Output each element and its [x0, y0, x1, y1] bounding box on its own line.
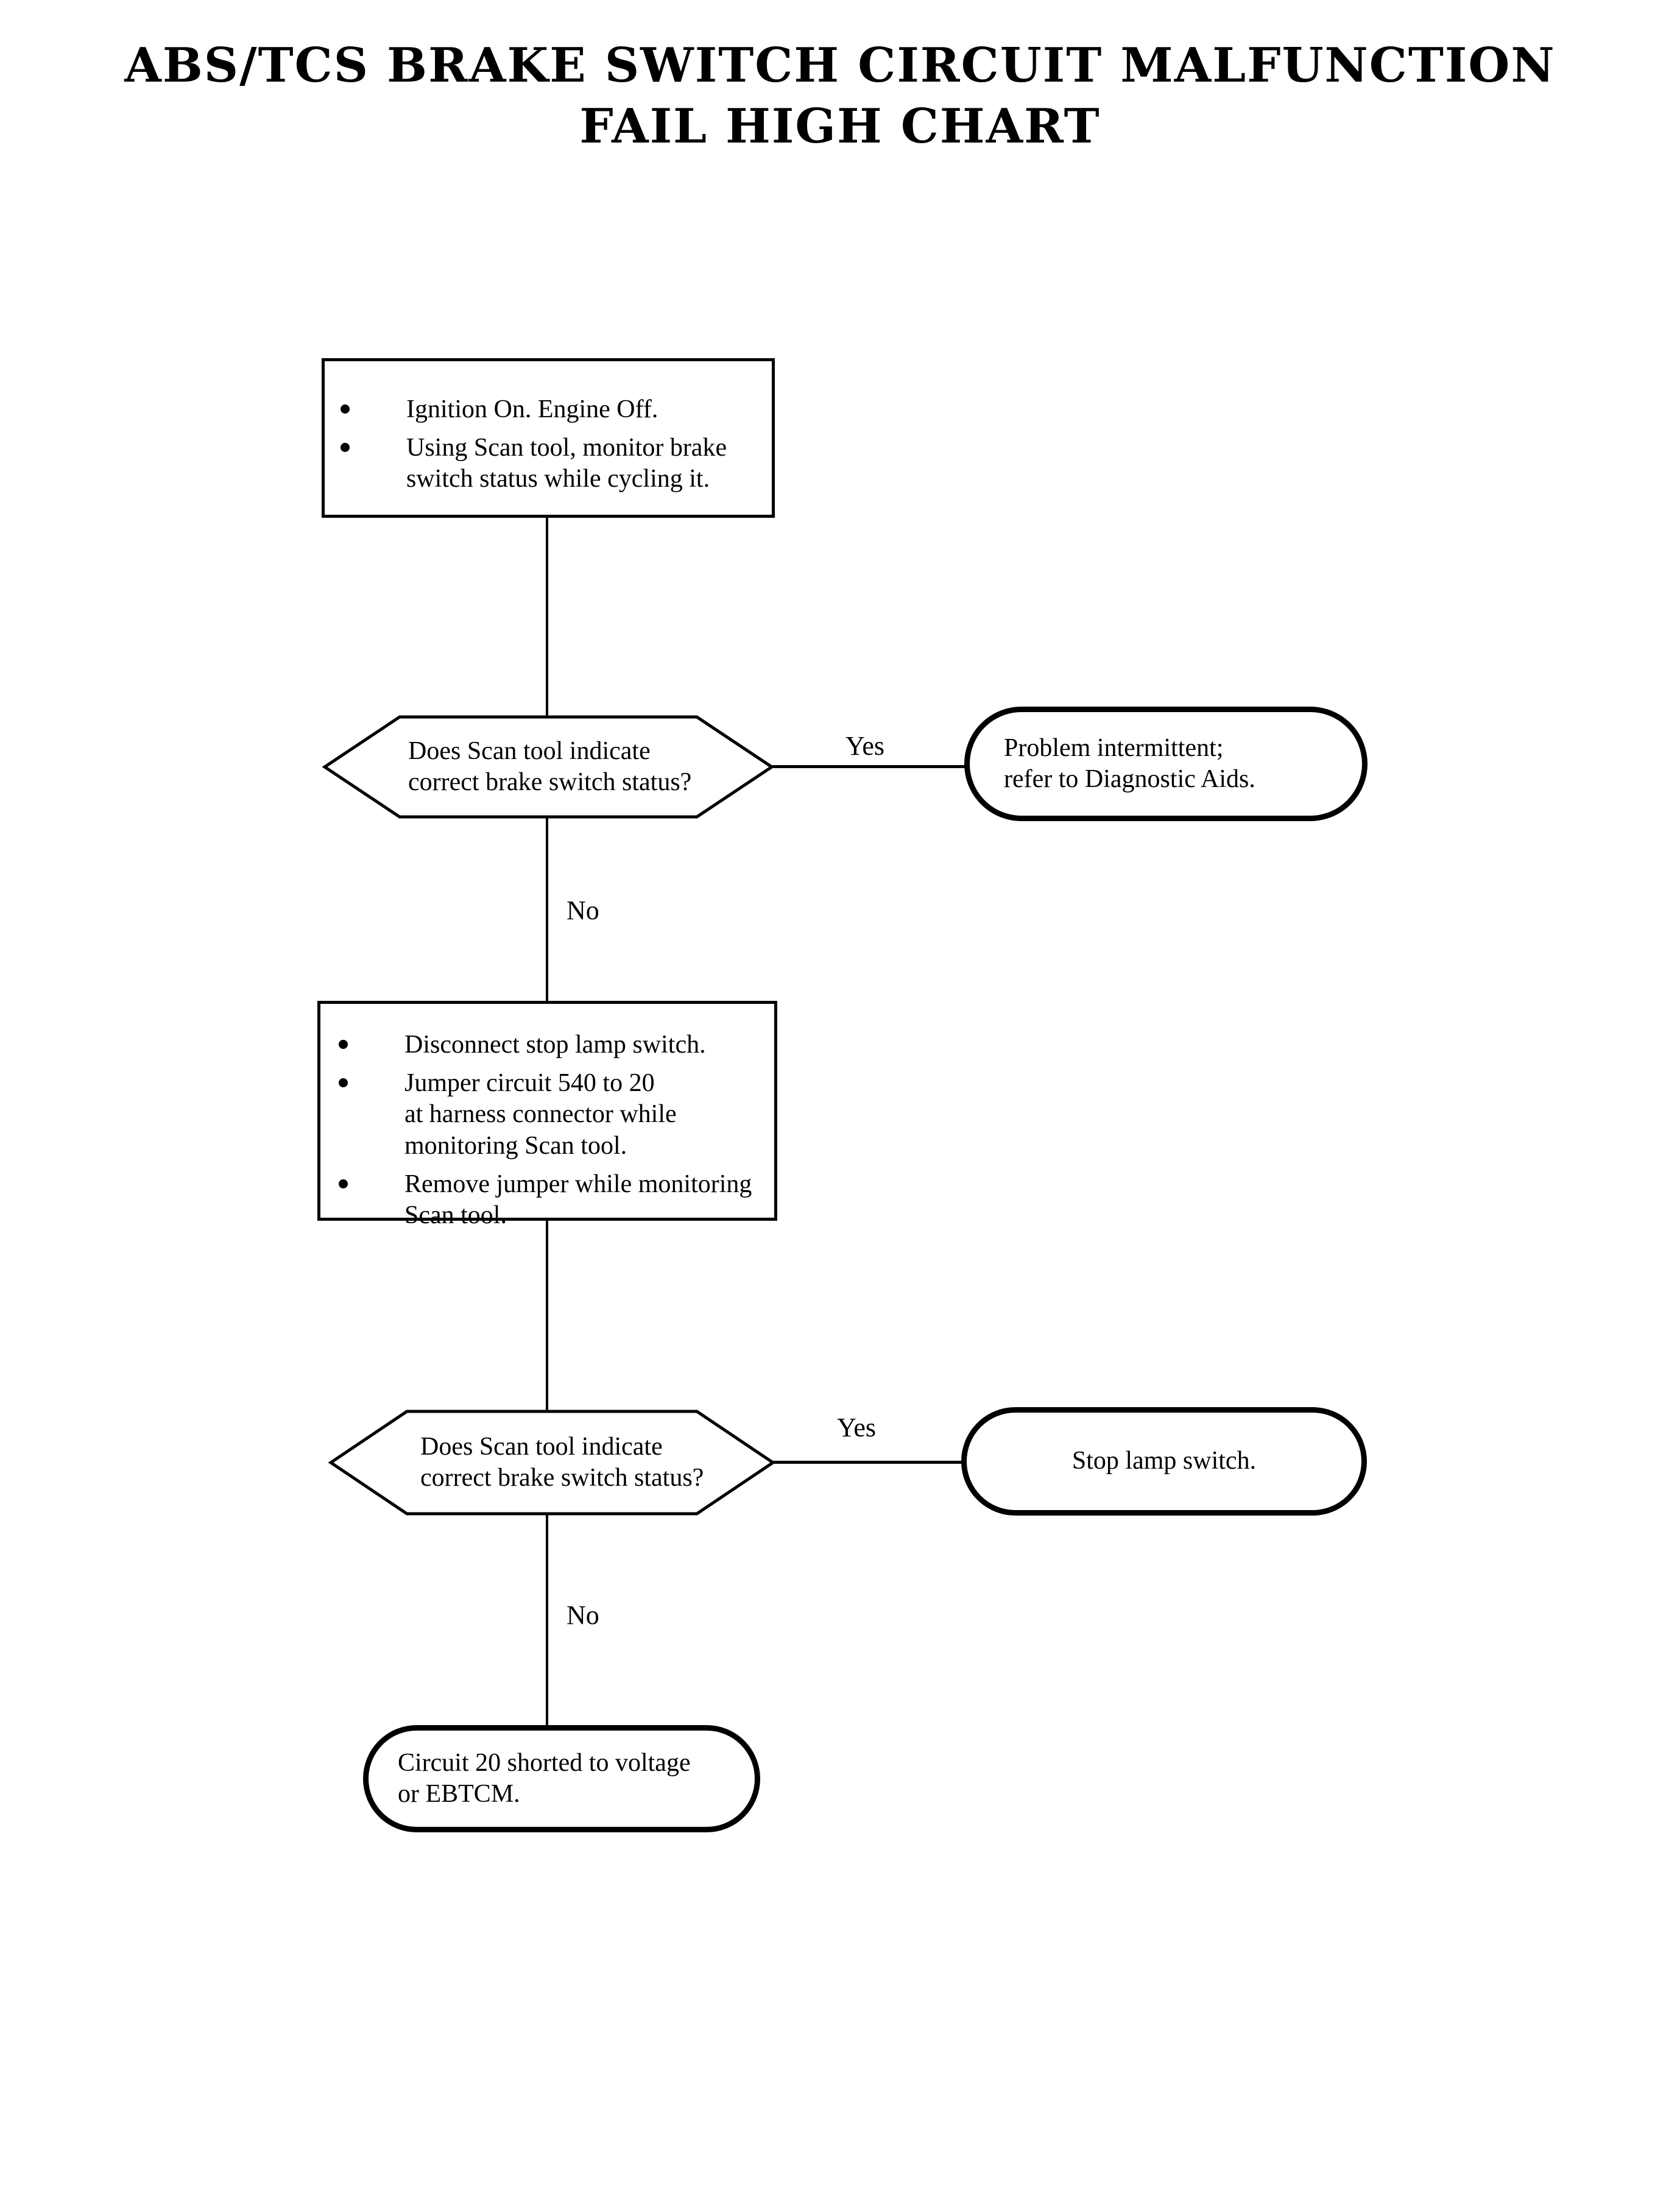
process-box-step-2: Disconnect stop lamp switch. Jumper circ… [317, 1001, 777, 1229]
bullet-dot-icon [341, 404, 350, 414]
hexagon-outline-icon [322, 715, 775, 819]
list-item: Disconnect stop lamp switch. [339, 1029, 765, 1061]
terminal-3-line-1: Circuit 20 shorted to voltage [398, 1748, 691, 1777]
decision-1-text: Does Scan tool indicate correct brake sw… [323, 715, 932, 819]
bullet-dot-icon [339, 1179, 348, 1188]
list-item: Using Scan tool, monitor brake switch st… [341, 432, 761, 495]
step-1-bullet-1-line-1: Ignition On. Engine Off. [406, 395, 658, 423]
decision-2-text: Does Scan tool indicate correct brake sw… [329, 1410, 933, 1516]
edge-label-no-2: No [566, 1600, 599, 1630]
list-item: Ignition On. Engine Off. [341, 394, 761, 425]
terminal-circuit-20-shorted: Circuit 20 shorted to voltage or EBTCM. [363, 1725, 760, 1832]
step-2-bullet-2-line-2: at harness connector while [404, 1100, 677, 1129]
decision-2-line-1: Does Scan tool indicate [420, 1432, 663, 1461]
decision-1-line-1: Does Scan tool indicate [408, 736, 651, 765]
terminal-problem-intermittent: Problem intermittent; refer to Diagnosti… [964, 707, 1368, 821]
connector-step2-to-decision2 [546, 1221, 548, 1414]
connector-decision2-no [546, 1514, 548, 1726]
list-item: Jumper circuit 540 to 20 at harness conn… [339, 1068, 765, 1162]
step-1-bullet-2-line-1: Using Scan tool, monitor brake [406, 434, 727, 462]
decision-2-line-2: correct brake switch status? [420, 1464, 704, 1492]
connector-decision1-yes [771, 765, 966, 768]
page-title: ABS/TCS BRAKE SWITCH CIRCUIT MALFUNCTION… [0, 35, 1680, 157]
bullet-dot-icon [339, 1078, 348, 1088]
step-2-bullet-3-line-2: Scan tool. [404, 1201, 507, 1230]
decision-hexagon-2: Does Scan tool indicate correct brake sw… [328, 1410, 776, 1516]
decision-1-line-2: correct brake switch status? [408, 768, 692, 796]
hexagon-outline-icon [328, 1410, 776, 1516]
connector-decision1-no [546, 816, 548, 1002]
terminal-stop-lamp-switch: Stop lamp switch. [961, 1407, 1367, 1516]
edge-label-yes-1: Yes [845, 731, 885, 761]
step-2-bullet-1-line-1: Disconnect stop lamp switch. [404, 1031, 706, 1059]
terminal-1-line-2: refer to Diagnostic Aids. [1004, 765, 1255, 793]
page-title-line-2: FAIL HIGH CHART [579, 98, 1101, 154]
step-1-bullet-2-line-2: switch status while cycling it. [406, 465, 710, 493]
connector-step1-to-decision1 [546, 518, 548, 717]
step-2-bullet-list: Disconnect stop lamp switch. Jumper circ… [339, 1029, 765, 1231]
bullet-dot-icon [341, 443, 350, 453]
step-2-bullet-2-line-1: Jumper circuit 540 to 20 [404, 1069, 655, 1098]
edge-label-no-1: No [566, 895, 599, 925]
step-1-bullet-list: Ignition On. Engine Off. Using Scan tool… [341, 394, 761, 495]
page-title-line-1: ABS/TCS BRAKE SWITCH CIRCUIT MALFUNCTION [124, 38, 1556, 93]
step-2-bullet-2-line-3: monitoring Scan tool. [404, 1131, 627, 1160]
terminal-1-line-1: Problem intermittent; [1004, 733, 1224, 762]
terminal-2-line-1: Stop lamp switch. [1071, 1447, 1257, 1475]
connector-decision2-yes [772, 1461, 964, 1464]
edge-label-yes-2: Yes [837, 1413, 877, 1442]
terminal-3-line-2: or EBTCM. [398, 1780, 520, 1808]
decision-hexagon-1: Does Scan tool indicate correct brake sw… [322, 715, 775, 819]
process-box-step-1: Ignition On. Engine Off. Using Scan tool… [322, 358, 775, 518]
step-2-bullet-3-line-1: Remove jumper while monitoring [404, 1170, 752, 1198]
bullet-dot-icon [339, 1039, 348, 1049]
list-item: Remove jumper while monitoring Scan tool… [339, 1169, 765, 1231]
